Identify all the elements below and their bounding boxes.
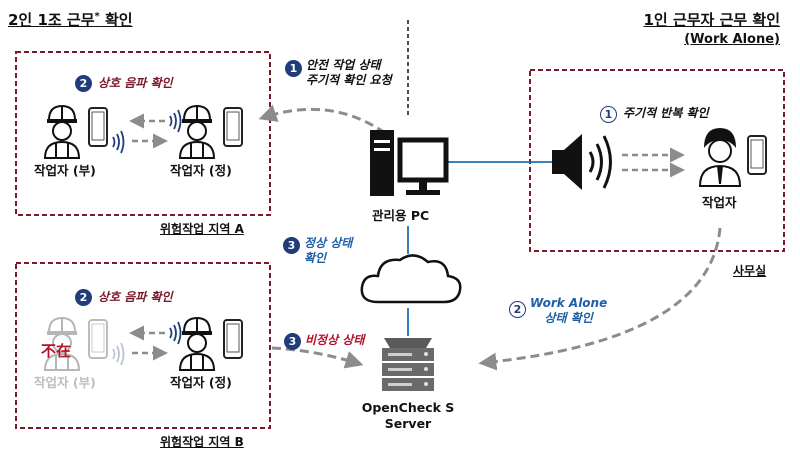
arrow-zone-b-to-server bbox=[271, 346, 364, 369]
zone-b-worker-main-label: 작업자 (정) bbox=[170, 375, 232, 390]
zone-b-absent-mark: 不在 bbox=[41, 342, 72, 360]
speaker-icon bbox=[552, 134, 612, 190]
work-alone-badge: 2 bbox=[509, 301, 526, 318]
abnormal-caption: 비정상 상태 bbox=[305, 333, 365, 347]
office-worker-label: 작업자 bbox=[702, 195, 737, 210]
zone-b-badge: 2 bbox=[75, 289, 92, 306]
office-box bbox=[529, 69, 785, 252]
office-worker-icon bbox=[698, 128, 742, 187]
office-badge: 1 bbox=[600, 106, 617, 123]
zone-b-worker-sub-label: 작업자 (부) bbox=[34, 375, 96, 390]
cloud-icon bbox=[360, 254, 462, 304]
zone-b-box bbox=[15, 262, 271, 429]
pc-icon bbox=[370, 130, 449, 196]
zone-a-box bbox=[15, 51, 271, 216]
zone-a-worker-sub-label: 작업자 (부) bbox=[34, 163, 96, 178]
office-label: 사무실 bbox=[733, 264, 767, 278]
normal-badge: 3 bbox=[283, 237, 300, 254]
zone-a-phone-main-icon bbox=[223, 107, 243, 147]
zone-b-label: 위험작업 지역 B bbox=[160, 435, 244, 449]
zone-a-worker-sub-icon bbox=[44, 105, 80, 159]
zone-a-waves-sub-icon bbox=[112, 130, 125, 154]
header-left-title: 2인 1조 근무* 확인 bbox=[8, 11, 133, 29]
server-icon bbox=[382, 338, 434, 391]
zone-a-badge: 2 bbox=[75, 75, 92, 92]
arrow-pc-to-zone-a bbox=[258, 104, 386, 135]
office-phone-icon bbox=[747, 135, 767, 175]
header-right-line2: (Work Alone) bbox=[684, 32, 780, 47]
zone-a-waves-main-icon bbox=[169, 109, 182, 133]
zone-a-phone-sub-icon bbox=[88, 107, 108, 147]
zone-b-phone-sub-icon bbox=[88, 319, 108, 359]
zone-b-phone-main-icon bbox=[223, 319, 243, 359]
zone-b-waves-main-icon bbox=[169, 321, 182, 345]
zone-b-worker-main-icon bbox=[179, 317, 215, 371]
zone-b-waves-sub-icon bbox=[112, 342, 125, 366]
zone-b-title: 상호 음파 확인 bbox=[98, 290, 173, 304]
zone-a-worker-main-label: 작업자 (정) bbox=[170, 163, 232, 178]
zone-a-worker-main-icon bbox=[179, 105, 215, 159]
step1-badge: 1 bbox=[285, 60, 302, 77]
office-title: 주기적 반복 확인 bbox=[623, 106, 709, 120]
pc-label: 관리용 PC bbox=[372, 208, 430, 223]
zone-a-label: 위험작업 지역 A bbox=[160, 222, 244, 236]
header-right-line1: 1인 근무자 근무 확인 bbox=[643, 11, 780, 29]
abnormal-badge: 3 bbox=[284, 333, 301, 350]
zone-a-title: 상호 음파 확인 bbox=[98, 76, 173, 90]
arrow-office-to-server bbox=[478, 227, 722, 371]
